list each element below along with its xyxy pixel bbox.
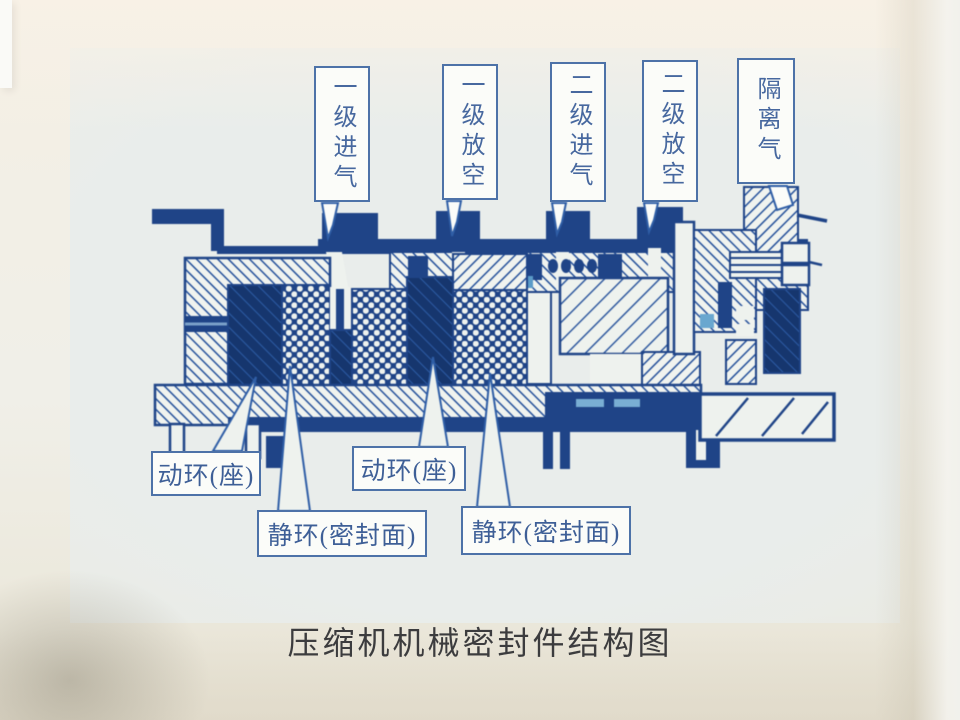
right-base-bar [698, 392, 836, 442]
figure-caption: 压缩机机械密封件结构图 [287, 625, 673, 661]
isolation-gas-channel [672, 220, 696, 356]
seal-cartridge-2 [452, 253, 552, 386]
top-leader-tails [320, 185, 795, 242]
callout-second-stage-vent: 二级放空 [642, 60, 698, 202]
callout-stationary-ring-face-2: 静环(密封面) [461, 506, 631, 555]
spring-bead-row [548, 259, 610, 273]
page-right-edge [875, 0, 960, 720]
callout-stationary-ring-face-1: 静环(密封面) [257, 510, 427, 557]
callout-second-stage-inlet: 二级进气 [550, 62, 606, 202]
second-stage-gland [548, 259, 701, 387]
callout-first-stage-vent: 一级放空 [442, 64, 498, 200]
callout-isolation-gas: 隔离气 [737, 58, 795, 184]
gland-bolt [729, 241, 823, 374]
adjacent-page-sliver [0, 0, 12, 88]
callout-rotating-ring-seat-2: 动环(座) [352, 446, 466, 491]
page-bottom-shading [0, 630, 960, 720]
bottom-left-shadow [0, 570, 210, 720]
callout-rotating-ring-seat-1: 动环(座) [151, 451, 261, 496]
isolation-gas-gland [693, 186, 828, 385]
callout-first-stage-inlet: 一级进气 [314, 66, 370, 202]
seal-cartridge-1 [227, 276, 454, 387]
